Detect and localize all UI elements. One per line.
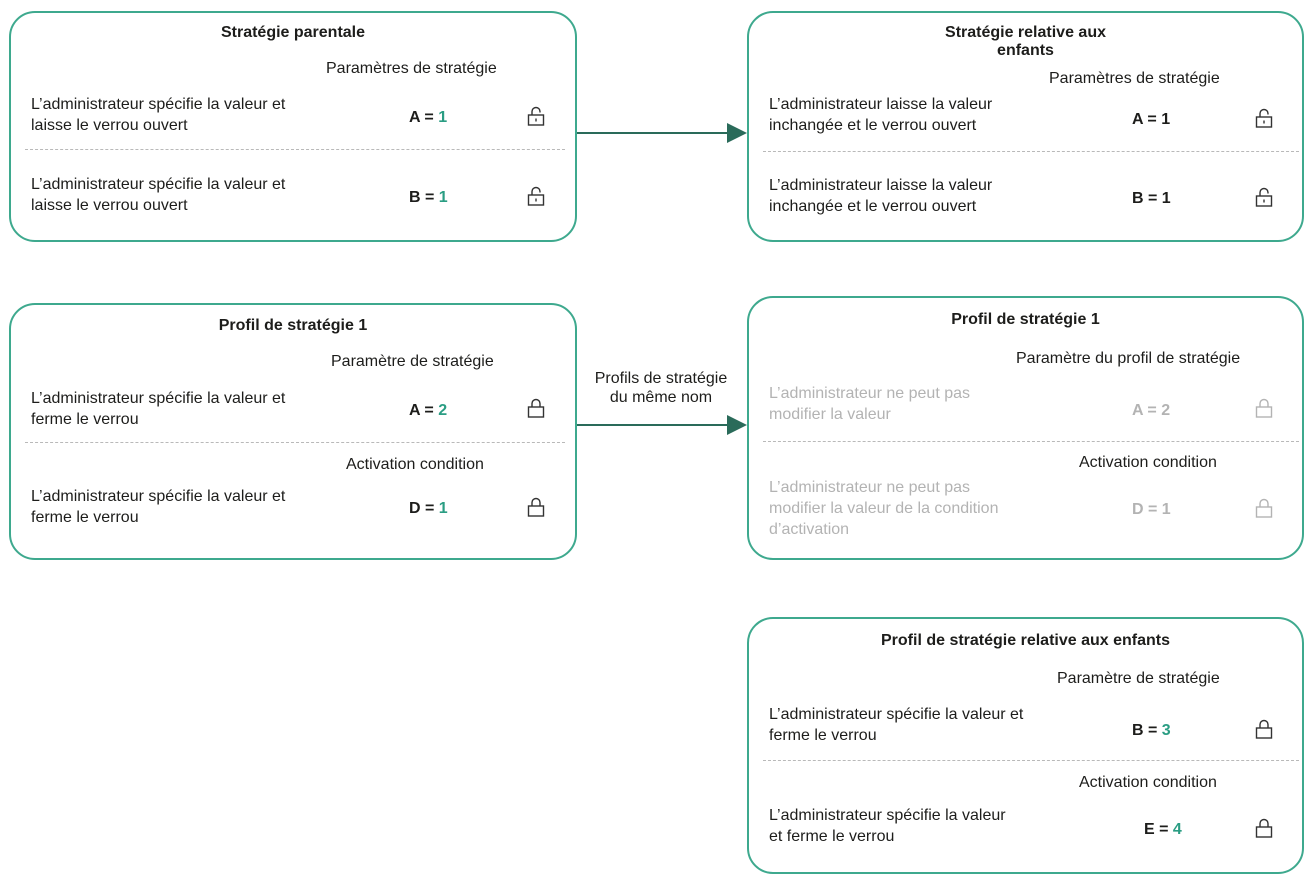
box-title: Profil de stratégie 1 <box>218 317 368 334</box>
row-description: L’administrateur laisse la valeur inchan… <box>769 177 993 215</box>
setting-value: A = 1 <box>409 109 448 126</box>
edge-label-line-2: du même nom <box>609 389 713 406</box>
box-title: Profil de stratégie relative aux enfants <box>881 632 1170 649</box>
row-description: L’administrateur ne peut pas modifier la… <box>769 385 971 423</box>
row-description: L’administrateur spécifie la valeur et f… <box>31 390 286 428</box>
setting-value: A = 2 <box>409 402 448 419</box>
locked-lock-icon <box>1255 498 1273 518</box>
locked-lock-icon <box>1255 719 1273 739</box>
section-label: Paramètres de stratégie <box>1049 70 1220 87</box>
row-separator <box>25 442 565 443</box>
locked-lock-icon <box>1255 818 1273 838</box>
row-description: L’administrateur spécifie la valeur et f… <box>31 488 286 526</box>
section-label: Paramètre de stratégie <box>1057 670 1220 687</box>
child-own-profile-box: Profil de stratégie relative aux enfants… <box>747 617 1304 874</box>
section-label: Activation condition <box>1079 454 1217 471</box>
row-description: L’administrateur ne peut pas modifier la… <box>769 479 999 538</box>
unlocked-lock-icon <box>527 106 545 126</box>
locked-lock-icon <box>527 398 545 418</box>
section-label: Activation condition <box>346 456 484 473</box>
parent-policy-box: Stratégie parentale Paramètres de straté… <box>9 11 577 242</box>
unlocked-lock-icon <box>527 186 545 206</box>
row-description: L’administrateur spécifie la valeur et l… <box>31 176 286 214</box>
setting-value: D = 1 <box>1132 501 1171 518</box>
box-title: Stratégie relative aux enfants <box>945 24 1106 59</box>
setting-value: B = 3 <box>1132 722 1171 739</box>
setting-value: D = 1 <box>409 500 448 517</box>
section-label: Paramètres de stratégie <box>326 60 497 77</box>
box-title: Profil de stratégie 1 <box>951 311 1100 328</box>
row-description: L’administrateur spécifie la valeur et f… <box>769 807 1006 845</box>
row-separator <box>763 760 1299 761</box>
unlocked-lock-icon <box>1255 108 1273 128</box>
setting-value: B = 1 <box>409 189 448 206</box>
edge-label-same-name-profiles: Profils de stratégie du même nom <box>580 369 742 407</box>
unlocked-lock-icon <box>1255 187 1273 207</box>
setting-value: B = 1 <box>1132 190 1171 207</box>
section-label: Paramètre de stratégie <box>331 353 494 370</box>
row-description: L’administrateur spécifie la valeur et f… <box>769 706 1024 744</box>
edge-label-line-1: Profils de stratégie <box>594 370 728 387</box>
locked-lock-icon <box>527 497 545 517</box>
row-separator <box>25 149 565 150</box>
section-label: Paramètre du profil de stratégie <box>1016 350 1241 367</box>
box-title: Stratégie parentale <box>220 24 366 41</box>
row-description: L’administrateur spécifie la valeur et l… <box>31 96 286 134</box>
row-description: L’administrateur laisse la valeur inchan… <box>769 96 993 134</box>
parent-profile-box: Profil de stratégie 1 Paramètre de strat… <box>9 303 577 560</box>
row-separator <box>763 441 1299 442</box>
child-inherited-profile-box: Profil de stratégie 1 Paramètre du profi… <box>747 296 1304 560</box>
setting-value: E = 4 <box>1144 821 1182 838</box>
section-label: Activation condition <box>1079 774 1217 791</box>
setting-value: A = 2 <box>1132 402 1171 419</box>
child-policy-box: Stratégie relative aux enfants Paramètre… <box>747 11 1304 242</box>
setting-value: A = 1 <box>1132 111 1171 128</box>
row-separator <box>763 151 1299 152</box>
locked-lock-icon <box>1255 398 1273 418</box>
